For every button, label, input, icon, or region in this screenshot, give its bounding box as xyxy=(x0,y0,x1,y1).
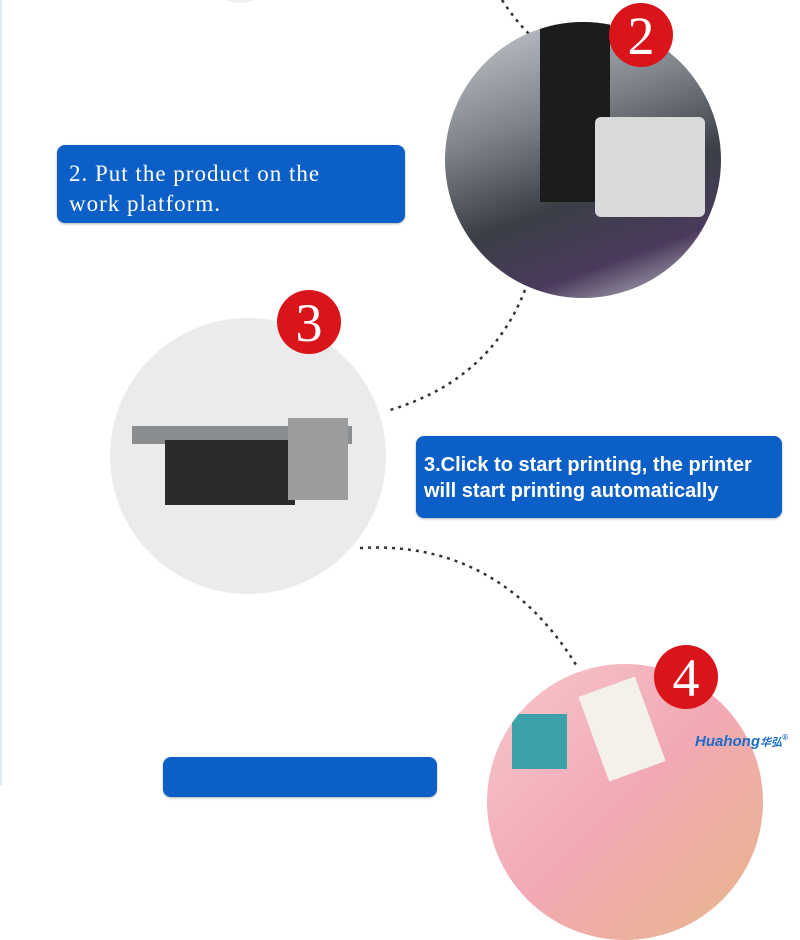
step-3-image-printer xyxy=(110,318,386,594)
page-edge xyxy=(0,0,2,785)
step-2-image-printer-head xyxy=(445,22,721,298)
step-1-image-partial xyxy=(190,0,290,3)
step-4-caption xyxy=(163,757,437,797)
step-2-badge: 2 xyxy=(609,3,673,67)
step-3-caption: 3.Click to start printing, the printer w… xyxy=(416,436,782,518)
brand-logo: Huahong华弘® xyxy=(695,733,788,750)
step-4-badge: 4 xyxy=(654,645,718,709)
step-3-badge: 3 xyxy=(277,290,341,354)
step-2-text: 2. Put the product on the work platform. xyxy=(69,161,321,216)
step-4-image-boxes xyxy=(487,664,763,940)
step-3-text: 3.Click to start printing, the printer w… xyxy=(424,454,752,502)
step-2-caption: 2. Put the product on the work platform. xyxy=(57,145,405,223)
